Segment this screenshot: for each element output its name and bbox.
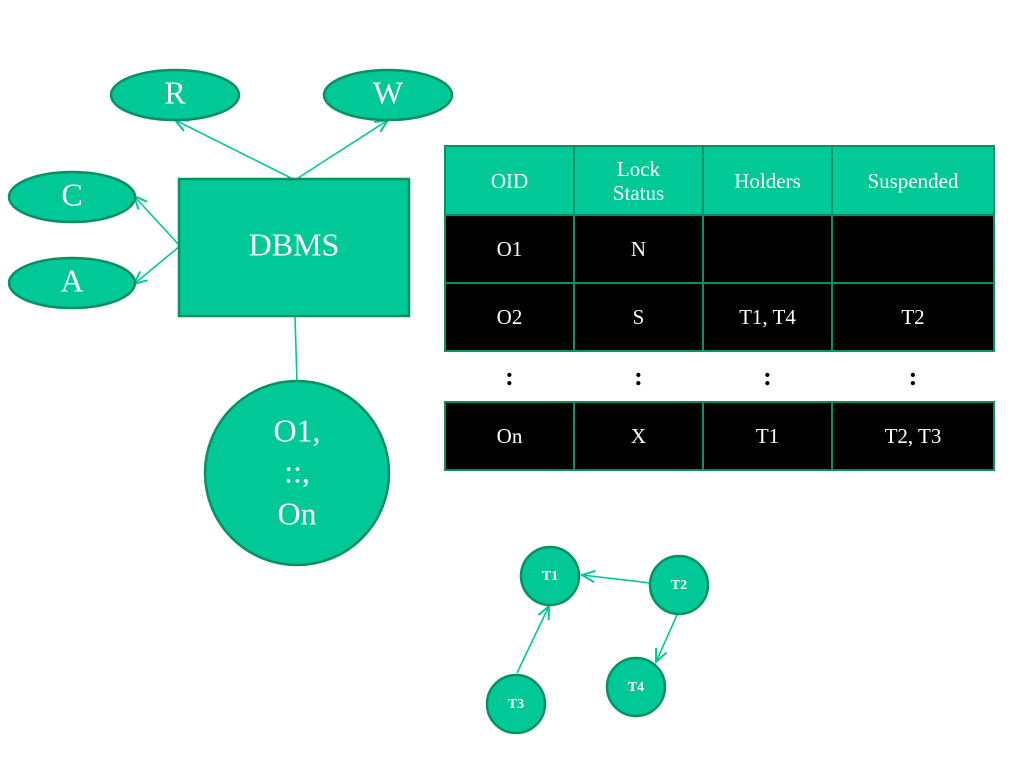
header-suspended: Suspended: [831, 145, 995, 216]
dbms-entity: DBMS: [177, 177, 411, 318]
cell-oid: On: [444, 401, 575, 471]
svg-text:::,: ::,: [284, 453, 310, 489]
table-row: O2 S T1, T4 T2: [444, 282, 995, 352]
svg-text:T4: T4: [628, 680, 644, 695]
table-row: On X T1 T2, T3: [444, 401, 995, 471]
svg-text:On: On: [277, 495, 316, 531]
header-oid: OID: [444, 145, 575, 216]
svg-text:W: W: [373, 74, 404, 110]
header-lock-status-label: Lock Status: [612, 156, 665, 205]
svg-text:O1,: O1,: [273, 412, 320, 448]
svg-text:T1: T1: [542, 569, 558, 584]
lock-table: OID Lock Status Holders Suspended O1 N O…: [444, 145, 995, 471]
attribute-w: W: [322, 68, 454, 122]
transaction-node-t2: T2: [648, 554, 710, 616]
table-row: O1 N: [444, 214, 995, 284]
lock-table-header: OID Lock Status Holders Suspended: [444, 145, 995, 216]
ellipsis-mark: :: [703, 351, 832, 402]
ellipsis-mark: :: [445, 351, 574, 402]
cell-oid: O1: [444, 214, 575, 284]
cell-suspended: T2: [831, 282, 995, 352]
cell-oid: O2: [444, 282, 575, 352]
wait-edge-t2-t4: [656, 614, 678, 662]
wait-edge-t3-t1: [516, 606, 549, 674]
svg-text:R: R: [164, 74, 186, 110]
attribute-c: C: [7, 170, 137, 224]
table-row-ellipsis: : : : :: [445, 351, 994, 402]
transaction-node-t3: T3: [485, 673, 547, 735]
transaction-node-t1: T1: [519, 545, 581, 607]
header-holders: Holders: [702, 145, 833, 216]
ellipsis-mark: :: [832, 351, 994, 402]
svg-text:T3: T3: [508, 697, 524, 712]
cell-holders: T1, T4: [702, 282, 833, 352]
svg-text:T2: T2: [671, 578, 687, 593]
cell-lock-status: S: [573, 282, 704, 352]
object-storage: O1, ::, On: [203, 379, 391, 567]
cell-lock-status: N: [573, 214, 704, 284]
ellipsis-mark: :: [574, 351, 703, 402]
wait-edge-t2-t1: [582, 575, 651, 584]
edge-dbms-a: [134, 245, 181, 284]
svg-text:C: C: [61, 176, 82, 212]
cell-suspended: T2, T3: [831, 401, 995, 471]
transaction-node-t4: T4: [605, 656, 667, 718]
edge-dbms-r: [175, 120, 296, 181]
edge-dbms-storage: [294, 315, 298, 384]
edge-dbms-w: [294, 120, 388, 181]
attribute-a: A: [7, 256, 137, 310]
edge-dbms-c: [134, 196, 181, 247]
attribute-r: R: [109, 68, 241, 122]
svg-text:DBMS: DBMS: [249, 226, 340, 262]
cell-holders: T1: [702, 401, 833, 471]
header-lock-status: Lock Status: [573, 145, 704, 216]
svg-text:A: A: [60, 262, 83, 298]
cell-lock-status: X: [573, 401, 704, 471]
cell-holders: [702, 214, 833, 284]
cell-suspended: [831, 214, 995, 284]
